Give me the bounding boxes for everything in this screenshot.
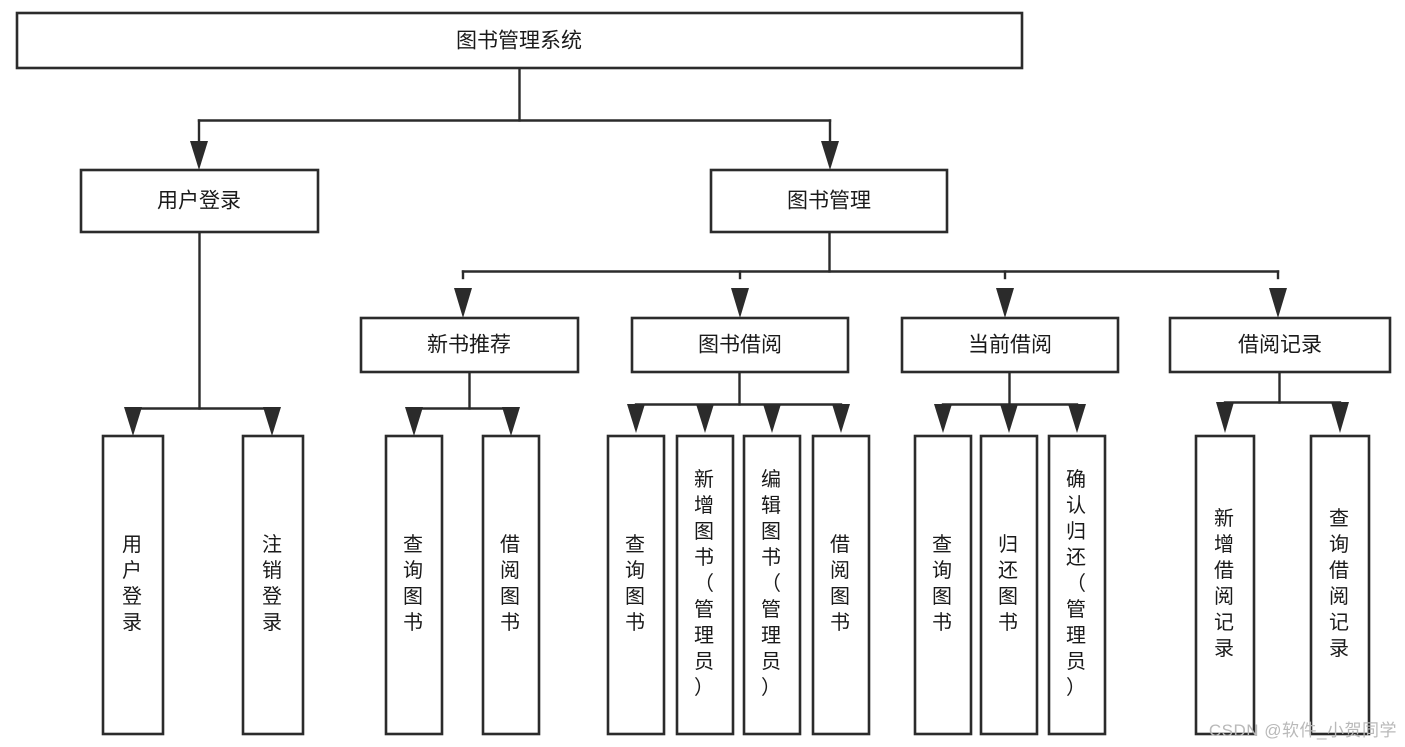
node-newbook-box[interactable] — [359, 316, 580, 374]
node-leaf-borrow-query-label: 查询图书 — [625, 533, 647, 634]
node-leaf-borrow-query[interactable]: 查询图书 — [606, 434, 666, 736]
node-leaf-newbook-borrow-label: 借阅图书 — [500, 533, 522, 634]
node-leaf-current-confirm-box[interactable] — [1047, 434, 1107, 736]
node-borrow-box[interactable] — [630, 316, 850, 374]
node-leaf-current-return-label: 归还图书 — [998, 533, 1020, 634]
arrow-head-leaf-newbook-borrow — [502, 407, 520, 436]
node-records-label: 借阅记录 — [1238, 334, 1322, 357]
arrow-head-leaf-current-confirm — [1068, 404, 1086, 433]
arrow-head-leaf-newbook-query — [405, 407, 423, 436]
arrow-head-borrow — [731, 288, 749, 318]
arrow-head-current — [996, 288, 1014, 318]
node-leaf-borrow-lend-label: 借阅图书 — [830, 533, 852, 634]
node-leaf-user-logout-box[interactable] — [241, 434, 305, 736]
node-leaf-records-query[interactable]: 查询借阅记录 — [1309, 434, 1371, 736]
node-leaf-user-logout-label: 注销登录 — [262, 533, 284, 634]
arrow-head-leaf-borrow-query — [627, 404, 645, 433]
node-leaf-current-query[interactable]: 查询图书 — [913, 434, 973, 736]
node-leaf-current-confirm[interactable]: 确认归还（管理员） — [1047, 434, 1107, 736]
node-leaf-records-add[interactable]: 新增借阅记录 — [1194, 434, 1256, 736]
node-leaf-user-logout[interactable]: 注销登录 — [241, 434, 305, 736]
node-leaf-current-confirm-label: 确认归还（管理员） — [1066, 468, 1088, 699]
node-leaf-records-add-label: 新增借阅记录 — [1214, 507, 1236, 660]
node-login-label: 用户登录 — [157, 190, 241, 213]
node-leaf-current-return[interactable]: 归还图书 — [979, 434, 1039, 736]
node-borrow-label: 图书借阅 — [698, 334, 782, 357]
node-login[interactable]: 用户登录 — [79, 168, 320, 234]
node-leaf-newbook-query-label: 查询图书 — [403, 533, 425, 634]
node-leaf-current-query-box[interactable] — [913, 434, 973, 736]
arrow-head-newbook — [454, 288, 472, 318]
node-borrow[interactable]: 图书借阅 — [630, 316, 850, 374]
node-leaf-borrow-edit[interactable]: 编辑图书（管理员） — [742, 434, 802, 736]
node-newbook[interactable]: 新书推荐 — [359, 316, 580, 374]
node-bookmgmt-label: 图书管理 — [787, 190, 871, 213]
arrow-head-leaf-borrow-lend — [832, 404, 850, 433]
connector-layer — [124, 66, 1349, 436]
node-login-box[interactable] — [79, 168, 320, 234]
node-leaf-borrow-add-label: 新增图书（管理员） — [694, 468, 716, 699]
node-bookmgmt-box[interactable] — [709, 168, 949, 234]
node-newbook-label: 新书推荐 — [427, 334, 511, 357]
node-records-box[interactable] — [1168, 316, 1392, 374]
node-root[interactable]: 图书管理系统 — [15, 11, 1024, 70]
node-leaf-user-login[interactable]: 用户登录 — [101, 434, 165, 736]
node-leaf-borrow-query-box[interactable] — [606, 434, 666, 736]
node-leaf-current-return-box[interactable] — [979, 434, 1039, 736]
node-leaf-user-login-box[interactable] — [101, 434, 165, 736]
node-leaf-records-query-label: 查询借阅记录 — [1329, 507, 1351, 660]
node-current[interactable]: 当前借阅 — [900, 316, 1120, 374]
node-records[interactable]: 借阅记录 — [1168, 316, 1392, 374]
node-bookmgmt[interactable]: 图书管理 — [709, 168, 949, 234]
node-current-box[interactable] — [900, 316, 1120, 374]
node-leaf-current-query-label: 查询图书 — [932, 533, 954, 634]
node-leaf-borrow-edit-box[interactable] — [742, 434, 802, 736]
node-leaf-user-login-label: 用户登录 — [122, 534, 144, 634]
arrow-head-to-login — [190, 141, 208, 170]
arrow-head-records — [1269, 288, 1287, 318]
arrow-head-leaf-user-logout — [263, 407, 281, 436]
node-leaf-borrow-add-box[interactable] — [675, 434, 735, 736]
node-leaf-newbook-borrow-box[interactable] — [481, 434, 541, 736]
node-leaf-borrow-lend[interactable]: 借阅图书 — [811, 434, 871, 736]
node-leaf-borrow-edit-label: 编辑图书（管理员） — [761, 468, 783, 699]
arrow-head-leaf-borrow-add — [696, 404, 714, 433]
arrow-head-leaf-current-return — [1000, 404, 1018, 433]
arrow-head-to-bookmgmt — [821, 141, 839, 170]
arrow-head-leaf-borrow-edit — [763, 404, 781, 433]
node-current-label: 当前借阅 — [968, 334, 1052, 357]
arrow-head-leaf-records-add — [1216, 402, 1234, 433]
node-leaf-records-add-box[interactable] — [1194, 434, 1256, 736]
node-leaf-newbook-query-box[interactable] — [384, 434, 444, 736]
arrow-head-leaf-current-query — [934, 404, 952, 433]
node-root-box[interactable] — [15, 11, 1024, 70]
node-leaf-newbook-query[interactable]: 查询图书 — [384, 434, 444, 736]
arrow-head-leaf-records-query — [1331, 402, 1349, 433]
node-leaf-borrow-lend-box[interactable] — [811, 434, 871, 736]
arrow-head-leaf-user-login — [124, 407, 142, 436]
node-leaf-records-query-box[interactable] — [1309, 434, 1371, 736]
node-leaf-borrow-add[interactable]: 新增图书（管理员） — [675, 434, 735, 736]
node-leaf-newbook-borrow[interactable]: 借阅图书 — [481, 434, 541, 736]
node-root-label: 图书管理系统 — [456, 30, 582, 53]
